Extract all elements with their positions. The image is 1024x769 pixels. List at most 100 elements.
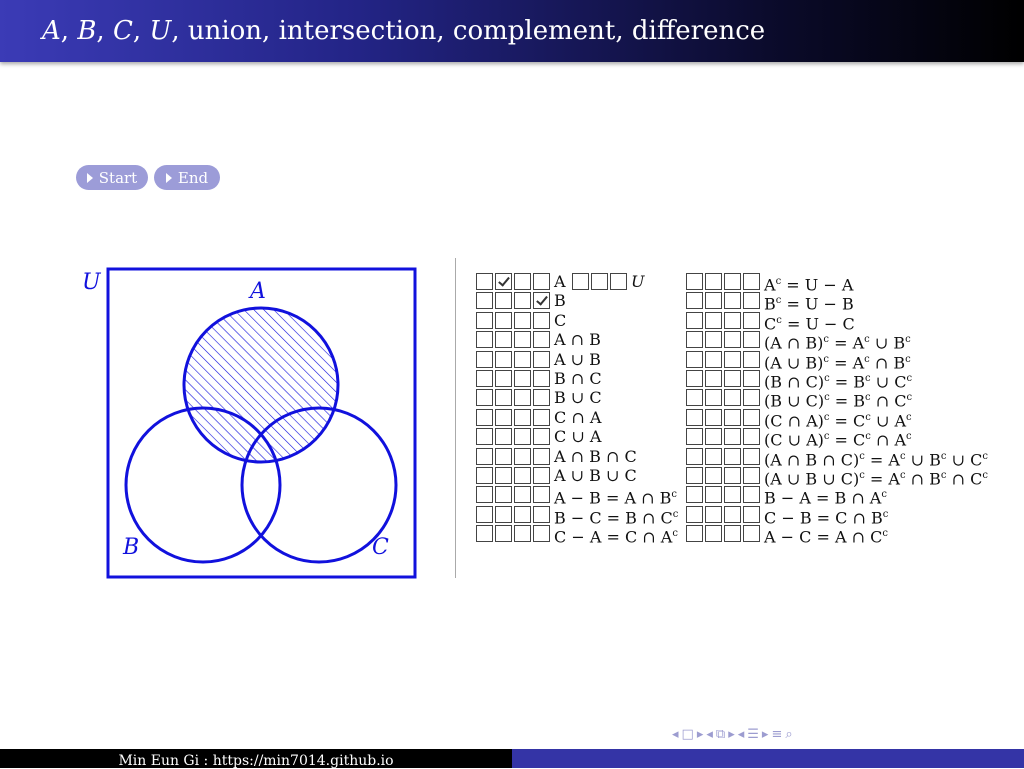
checkbox[interactable] — [514, 525, 531, 543]
checkbox[interactable] — [724, 369, 741, 387]
checkbox[interactable] — [724, 273, 741, 290]
checkbox[interactable] — [724, 525, 741, 543]
checkbox[interactable] — [743, 389, 760, 407]
checkbox[interactable] — [743, 273, 760, 290]
checkbox[interactable] — [476, 486, 493, 504]
checkbox[interactable] — [476, 428, 493, 446]
checkbox[interactable] — [686, 505, 703, 523]
checkbox[interactable] — [743, 428, 760, 446]
checkbox[interactable] — [533, 408, 550, 426]
checkbox[interactable] — [495, 505, 512, 523]
checkbox[interactable] — [495, 292, 512, 310]
checkbox[interactable] — [724, 486, 741, 504]
checkbox[interactable] — [476, 369, 493, 387]
checkbox[interactable] — [686, 466, 703, 484]
checkbox[interactable] — [533, 331, 550, 349]
checkbox[interactable] — [743, 447, 760, 465]
checkbox[interactable] — [495, 525, 512, 543]
checkbox[interactable] — [705, 408, 722, 426]
checkbox[interactable] — [495, 389, 512, 407]
checkbox[interactable] — [705, 505, 722, 523]
checkbox[interactable] — [476, 273, 493, 290]
subsection-icon[interactable]: ⧉ — [715, 727, 726, 742]
checkbox[interactable] — [705, 369, 722, 387]
checkbox-checked[interactable] — [495, 273, 512, 290]
checkbox[interactable] — [533, 311, 550, 329]
prev-subsection-icon[interactable]: ◂ — [706, 727, 713, 742]
checkbox[interactable] — [514, 505, 531, 523]
checkbox[interactable] — [514, 486, 531, 504]
checkbox[interactable] — [514, 350, 531, 368]
checkbox[interactable] — [724, 311, 741, 329]
start-button[interactable]: Start — [76, 165, 148, 190]
checkbox[interactable] — [476, 292, 493, 310]
checkbox[interactable] — [514, 292, 531, 310]
checkbox[interactable] — [514, 311, 531, 329]
checkbox[interactable] — [705, 428, 722, 446]
checkbox[interactable] — [686, 331, 703, 349]
checkbox[interactable] — [705, 389, 722, 407]
checkbox[interactable] — [686, 389, 703, 407]
checkbox[interactable] — [686, 369, 703, 387]
checkbox[interactable] — [533, 273, 550, 290]
checkbox[interactable] — [533, 428, 550, 446]
checkbox[interactable] — [533, 389, 550, 407]
checkbox[interactable] — [724, 408, 741, 426]
checkbox[interactable] — [724, 428, 741, 446]
checkbox[interactable] — [743, 505, 760, 523]
checkbox[interactable] — [705, 525, 722, 543]
checkbox[interactable] — [476, 447, 493, 465]
checkbox[interactable] — [495, 408, 512, 426]
checkbox[interactable] — [476, 350, 493, 368]
checkbox[interactable] — [476, 311, 493, 329]
checkbox[interactable] — [724, 389, 741, 407]
checkbox[interactable] — [743, 311, 760, 329]
search-icon[interactable]: ⌕ — [785, 727, 793, 742]
checkbox[interactable] — [724, 466, 741, 484]
next-section-icon[interactable]: ▸ — [761, 727, 769, 742]
prev-section-icon[interactable]: ◂ — [737, 727, 745, 742]
align-icon[interactable]: ≡ — [771, 727, 783, 742]
checkbox[interactable] — [743, 525, 760, 543]
checkbox[interactable] — [476, 525, 493, 543]
checkbox[interactable] — [495, 331, 512, 349]
checkbox[interactable] — [495, 369, 512, 387]
checkbox[interactable] — [476, 505, 493, 523]
checkbox[interactable] — [705, 311, 722, 329]
checkbox[interactable] — [610, 273, 627, 290]
checkbox[interactable] — [514, 408, 531, 426]
checkbox[interactable] — [705, 486, 722, 504]
next-subsection-icon[interactable]: ▸ — [728, 727, 735, 742]
checkbox[interactable] — [743, 350, 760, 368]
checkbox[interactable] — [686, 408, 703, 426]
checkbox[interactable] — [743, 408, 760, 426]
checkbox[interactable] — [724, 331, 741, 349]
checkbox[interactable] — [495, 466, 512, 484]
checkbox[interactable] — [533, 505, 550, 523]
next-frame-icon[interactable]: ▸ — [696, 727, 704, 742]
checkbox[interactable] — [476, 331, 493, 349]
checkbox[interactable] — [686, 350, 703, 368]
checkbox[interactable] — [724, 447, 741, 465]
section-icon[interactable]: ☰ — [747, 727, 759, 742]
checkbox[interactable] — [686, 311, 703, 329]
checkbox[interactable] — [572, 273, 589, 290]
prev-frame-icon[interactable]: ◂ — [672, 727, 679, 742]
checkbox[interactable] — [705, 273, 722, 290]
checkbox[interactable] — [705, 292, 722, 310]
checkbox[interactable] — [724, 292, 741, 310]
checkbox[interactable] — [686, 447, 703, 465]
checkbox[interactable] — [686, 428, 703, 446]
checkbox[interactable] — [705, 466, 722, 484]
checkbox[interactable] — [495, 311, 512, 329]
checkbox[interactable] — [514, 369, 531, 387]
checkbox[interactable] — [514, 273, 531, 290]
checkbox[interactable] — [686, 273, 703, 290]
checkbox[interactable] — [743, 486, 760, 504]
checkbox[interactable] — [533, 447, 550, 465]
checkbox[interactable] — [533, 486, 550, 504]
checkbox[interactable] — [514, 331, 531, 349]
checkbox[interactable] — [476, 466, 493, 484]
checkbox[interactable] — [743, 369, 760, 387]
checkbox[interactable] — [743, 292, 760, 310]
